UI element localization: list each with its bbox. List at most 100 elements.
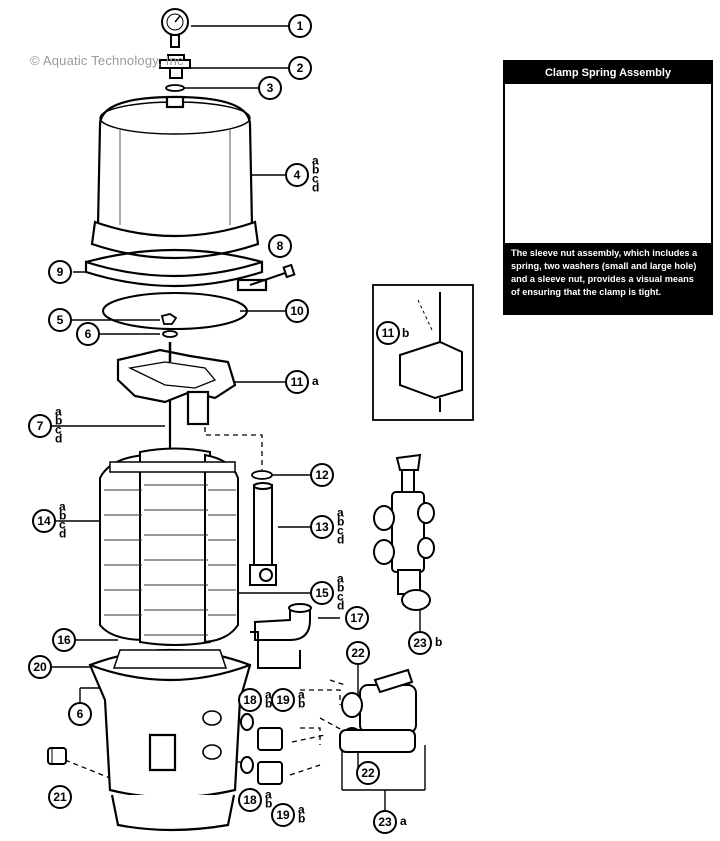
callout-circle — [76, 322, 100, 346]
callout-suffix: d — [312, 181, 319, 195]
nut-washer-part — [160, 313, 178, 338]
o-ring-3-part — [165, 84, 185, 92]
callout-6: 6 — [76, 322, 100, 346]
callout-suffix: a — [298, 803, 305, 817]
callout-suffix: a — [265, 688, 272, 702]
callout-circle — [346, 641, 370, 665]
callout-8: 8 — [268, 234, 292, 258]
callout-11-detail-label: 11 — [382, 326, 395, 340]
callout-circle — [28, 655, 52, 679]
callout-22: 22 — [346, 641, 370, 665]
callout-suffix: b — [337, 515, 344, 529]
callout-suffix: d — [337, 533, 344, 547]
callout-11-detail: 11 b — [376, 321, 409, 345]
callout-suffix: d — [59, 527, 66, 541]
callout-circle — [48, 260, 72, 284]
callout-suffix: b — [337, 581, 344, 595]
multiport-valve-part — [339, 668, 417, 753]
callout-circle — [268, 234, 292, 258]
callout-circle — [238, 688, 262, 712]
clamp-spring-title: Clamp Spring Assembly — [505, 62, 711, 84]
callout-10: 10 — [285, 299, 309, 323]
callout-circle — [271, 803, 295, 827]
callout-label: 15 — [315, 586, 329, 600]
callout-circle — [310, 515, 334, 539]
clamp-spring-note: The sleeve nut assembly, which includes … — [505, 243, 711, 313]
callout-circle — [258, 76, 282, 100]
callout-circle — [271, 688, 295, 712]
callout-circle — [285, 299, 309, 323]
callout-circle — [356, 761, 380, 785]
callout-label: 17 — [350, 611, 364, 625]
callout-21: 21 — [48, 785, 72, 809]
callout-19: 19 ab — [271, 803, 305, 827]
callout-label: 9 — [57, 265, 64, 279]
callout-suffix: b — [298, 697, 305, 711]
callout-label: 5 — [57, 313, 64, 327]
callout-label: 20 — [33, 660, 47, 674]
callout-label: 19 — [276, 808, 290, 822]
callout-suffix: b — [265, 697, 272, 711]
tank-o-ring-part — [102, 292, 248, 330]
callout-circle — [32, 509, 56, 533]
manifold-detail-box — [372, 284, 474, 421]
o-ring-12-part — [251, 470, 273, 480]
callout-label: 1 — [297, 19, 304, 33]
callout-label: 4 — [294, 168, 301, 182]
callout-label: 18 — [243, 793, 257, 807]
callout-label: 22 — [351, 646, 365, 660]
callout-label: 19 — [276, 693, 290, 707]
callout-label: 18 — [243, 693, 257, 707]
callout-6: 6 — [68, 702, 92, 726]
callout-suffix: b — [435, 635, 442, 649]
callout-1: 1 — [288, 14, 312, 38]
callout-18: 18 ab — [238, 688, 272, 712]
callout-circle — [238, 788, 262, 812]
callout-label: 21 — [53, 790, 67, 804]
callout-suffix: d — [55, 432, 62, 446]
callout-3: 3 — [258, 76, 282, 100]
callout-2: 2 — [288, 56, 312, 80]
callout-17: 17 — [345, 606, 369, 630]
callout-circle — [310, 581, 334, 605]
callout-suffix: b — [55, 414, 62, 428]
callout-label: 23 — [413, 636, 427, 650]
callout-circle — [408, 631, 432, 655]
callout-suffix: a — [265, 788, 272, 802]
drain-plug-part — [47, 747, 67, 765]
callout-label: 16 — [57, 633, 71, 647]
callout-suffix: c — [59, 518, 66, 532]
callout-suffix: a — [298, 688, 305, 702]
callout-9: 9 — [48, 260, 72, 284]
callout-suffix: a — [337, 572, 344, 586]
callout-11-detail-suffix: b — [402, 326, 409, 340]
manifold-part — [116, 342, 237, 426]
callout-12: 12 — [310, 463, 334, 487]
callout-suffix: a — [312, 154, 319, 168]
callout-circle — [48, 785, 72, 809]
air-relief-valve-part — [159, 54, 191, 79]
callout-suffix: a — [59, 500, 66, 514]
callout-suffix: a — [55, 405, 62, 419]
callout-label: 2 — [297, 61, 304, 75]
callout-suffix: c — [312, 172, 319, 186]
callout-circle — [68, 702, 92, 726]
callout-suffix: c — [55, 423, 62, 437]
adapter-fittings-part — [240, 713, 283, 785]
callout-20: 20 — [28, 655, 52, 679]
callout-suffix: b — [298, 812, 305, 826]
clamp-bolt-part — [249, 263, 296, 286]
callout-label: 22 — [361, 766, 375, 780]
callout-label: 14 — [37, 514, 51, 528]
callout-circle — [285, 370, 309, 394]
callout-19: 19 ab — [271, 688, 305, 712]
callout-circle — [373, 810, 397, 834]
callout-label: 6 — [85, 327, 92, 341]
